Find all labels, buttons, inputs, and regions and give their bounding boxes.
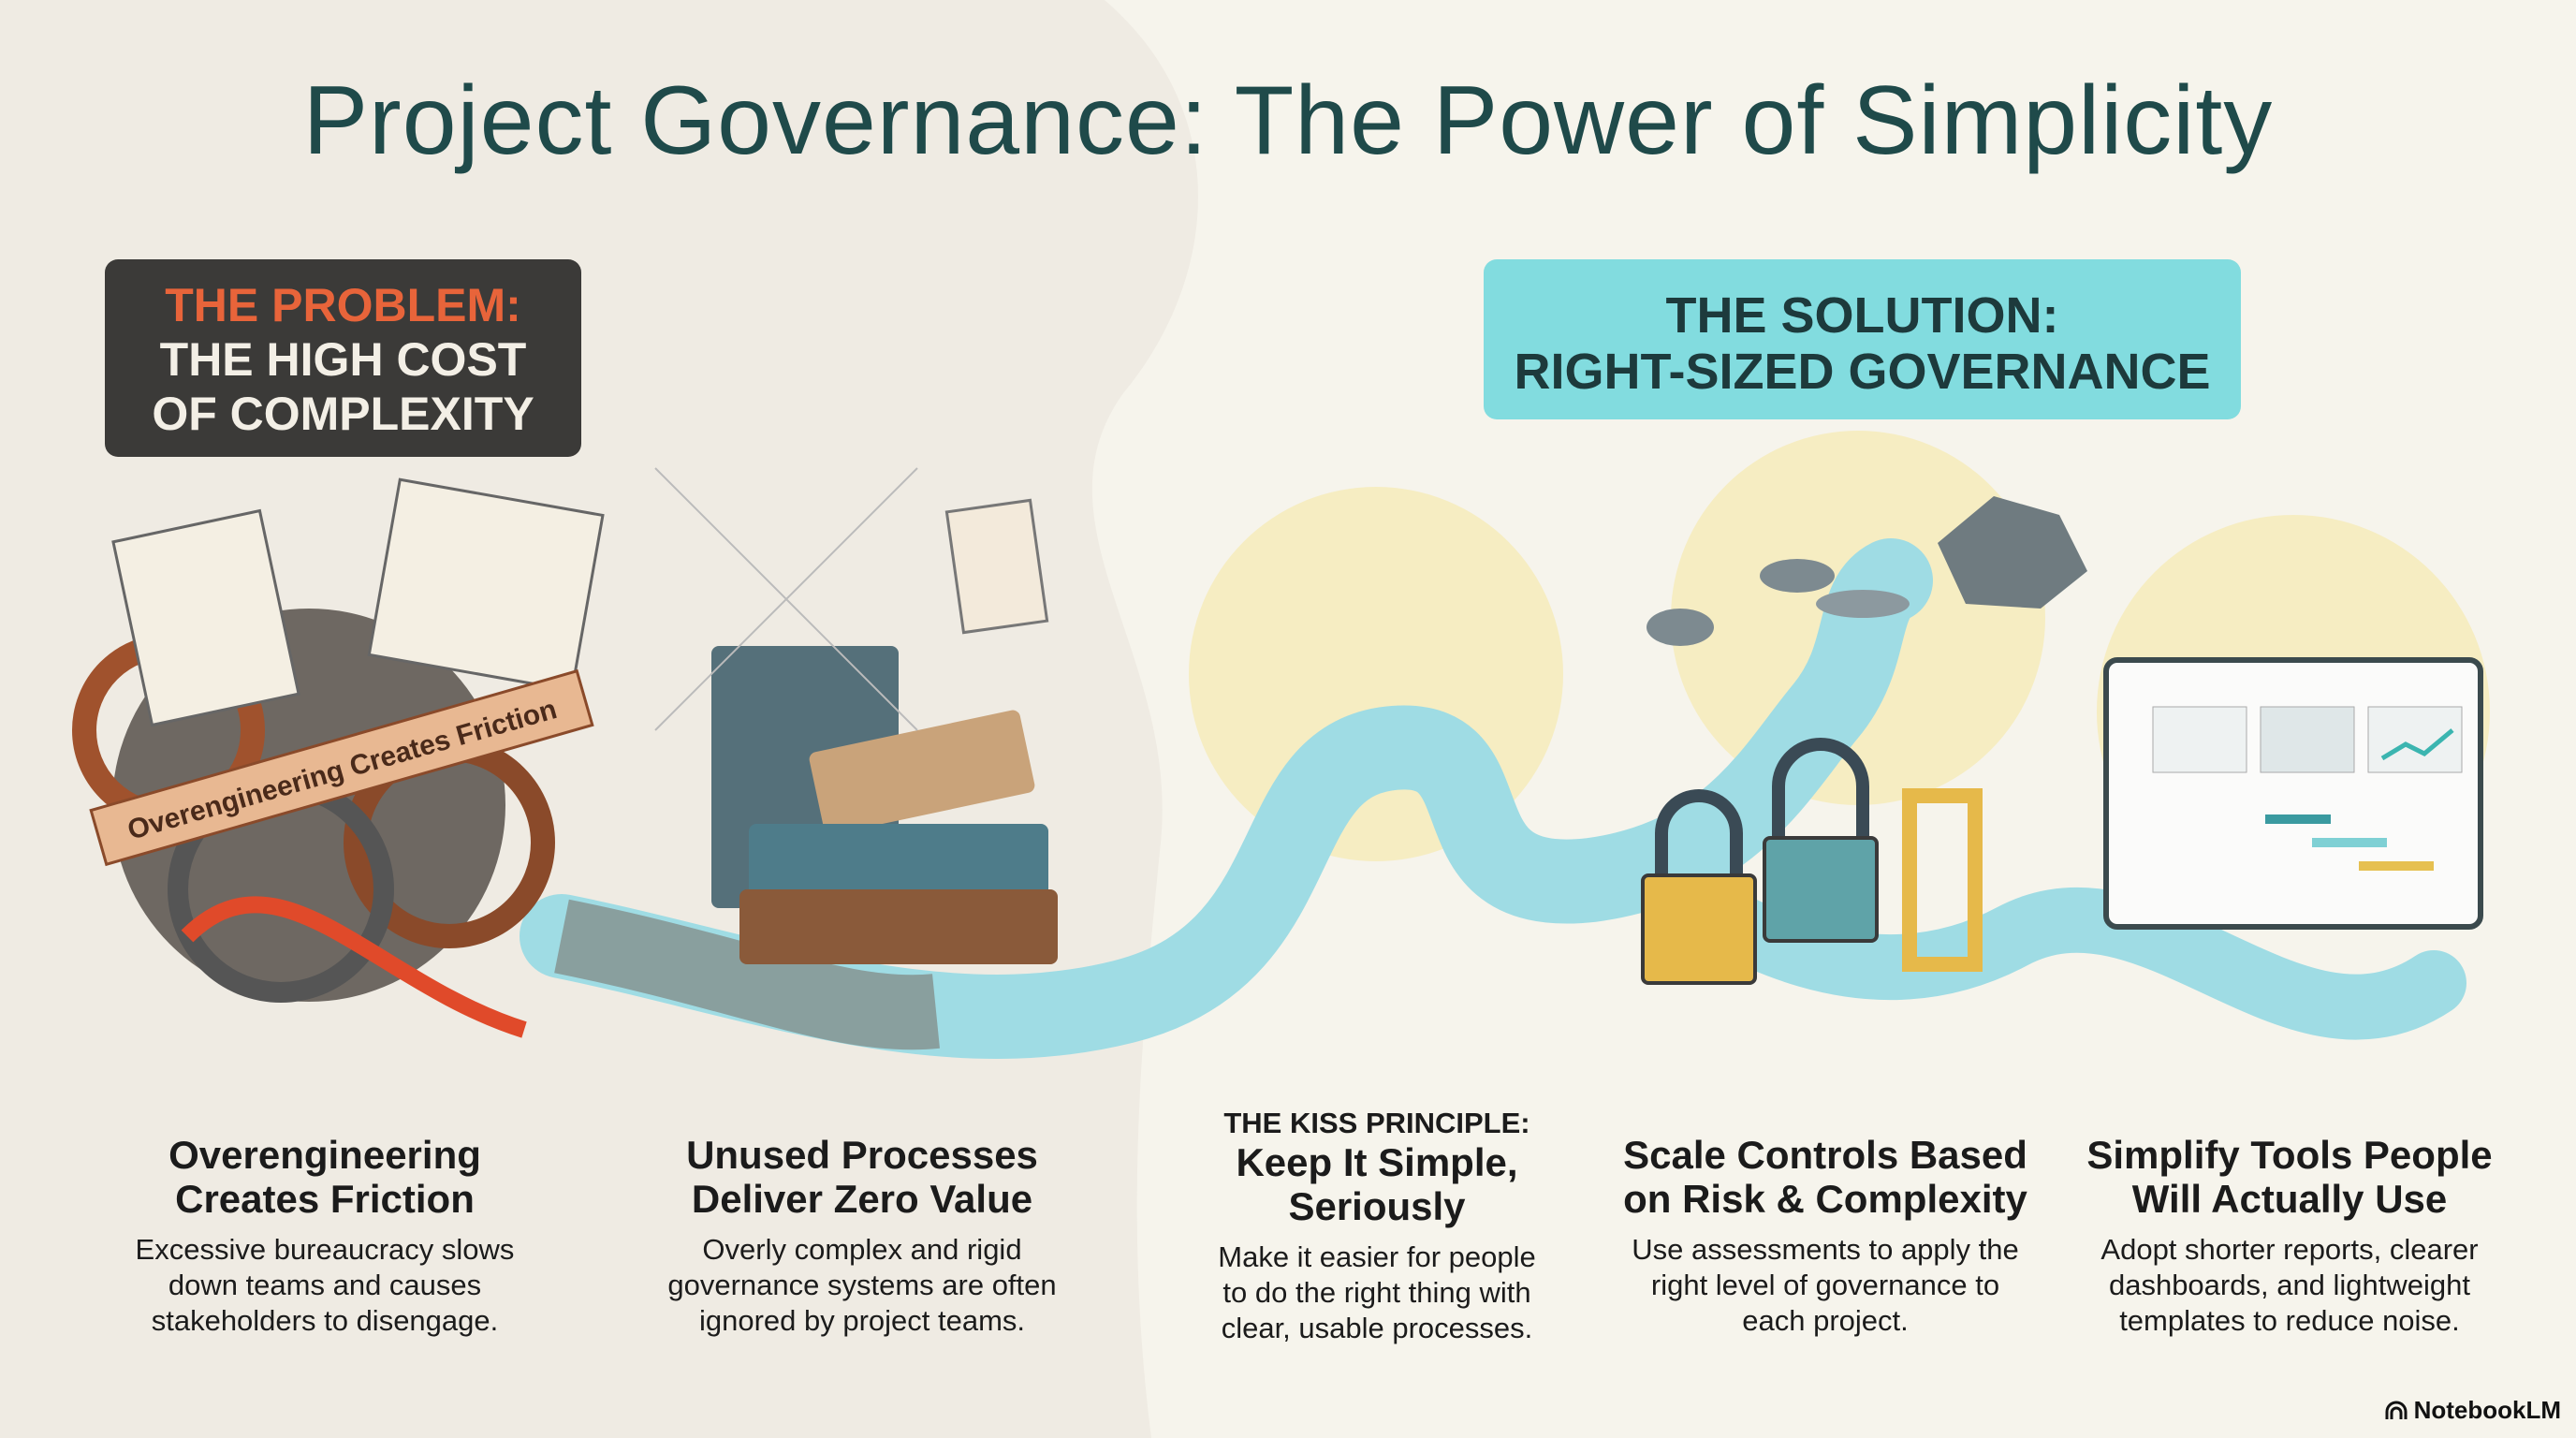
column-title: Simplify Tools People xyxy=(2086,1133,2493,1177)
column-body: Overly complex and rigid governance syst… xyxy=(667,1233,1057,1337)
brand-watermark: NotebookLM xyxy=(2384,1396,2561,1425)
page-title: Project Governance: The Power of Simplic… xyxy=(302,66,2274,175)
column-title: Overengineering xyxy=(168,1133,481,1177)
dusty-books-illustration xyxy=(654,467,1058,964)
locks-illustration xyxy=(1641,738,1983,985)
column-kiss: THE KISS PRINCIPLE: Keep It Simple,Serio… xyxy=(1157,1107,1597,1346)
notebooklm-logo-icon xyxy=(2385,1401,2408,1419)
column-title: Will Actually Use xyxy=(2131,1177,2448,1221)
column-title: Deliver Zero Value xyxy=(691,1177,1033,1221)
river-path xyxy=(520,538,1933,1059)
stones-illustration xyxy=(1647,496,2087,646)
dashboard-illustration xyxy=(2103,657,2483,930)
column-title: Creates Friction xyxy=(175,1177,475,1221)
brand-name: NotebookLM xyxy=(2413,1396,2561,1424)
problem-line-3: OF COMPLEXITY xyxy=(152,388,534,440)
solution-label: THE SOLUTION: xyxy=(1665,287,2059,344)
column-title: Keep It Simple, xyxy=(1236,1140,1518,1184)
problem-header: THE PROBLEM: THE HIGH COST OF COMPLEXITY xyxy=(105,259,581,457)
problem-line-2: THE HIGH COST xyxy=(159,333,527,386)
column-body: Adopt shorter reports, clearer dashboard… xyxy=(2100,1233,2479,1337)
column-title: Unused Processes xyxy=(686,1133,1038,1177)
kiss-kicker: THE KISS PRINCIPLE: xyxy=(1223,1107,1530,1139)
solution-title: RIGHT-SIZED GOVERNANCE xyxy=(1514,344,2211,400)
muddy-river-path xyxy=(554,899,940,1050)
tangled-gears-illustration xyxy=(72,477,605,1038)
column-title: on Risk & Complexity xyxy=(1623,1177,2027,1221)
column-title: Scale Controls Based xyxy=(1623,1133,2027,1177)
solution-header: THE SOLUTION: RIGHT-SIZED GOVERNANCE xyxy=(1484,259,2241,419)
column-body: Excessive bureaucracy slows down teams a… xyxy=(135,1233,515,1337)
column-body: Use assessments to apply the right level… xyxy=(1632,1233,2019,1337)
column-title: Seriously xyxy=(1288,1184,1466,1228)
column-body: Make it easier for people to do the righ… xyxy=(1218,1240,1536,1344)
problem-label: THE PROBLEM: xyxy=(165,279,521,331)
